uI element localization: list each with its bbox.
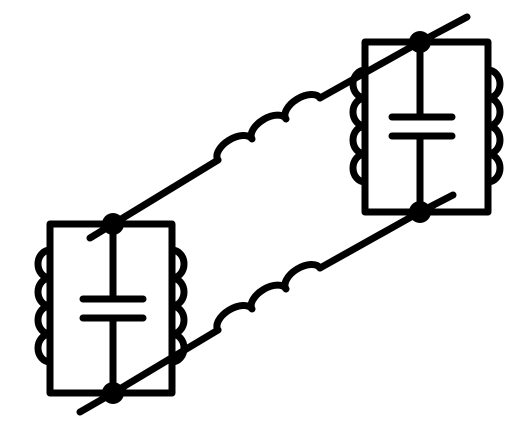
junction-dot [102,382,124,404]
upper-coupling [86,13,471,242]
left-tank [34,220,188,397]
right-tank-inductor-left [349,66,369,186]
right-tank-inductor-right [484,66,504,186]
right-tank [349,38,504,216]
junction-dot [409,201,431,223]
upper-coupling-wire [86,13,471,242]
lower-coupling-inductor [213,260,324,334]
right-tank-capacitor [388,38,456,216]
circuit-ink [34,13,504,416]
lower-coupling-wire [76,191,457,416]
left-tank-inductor-left [34,246,54,366]
junction-dot [102,213,124,235]
junctions [102,31,431,404]
left-tank-inductor-right [168,246,188,366]
junction-dot [409,31,431,53]
upper-coupling-inductor [213,90,324,164]
right-tank-frame [361,38,492,216]
left-tank-capacitor [79,220,147,397]
lower-coupling [76,191,457,416]
